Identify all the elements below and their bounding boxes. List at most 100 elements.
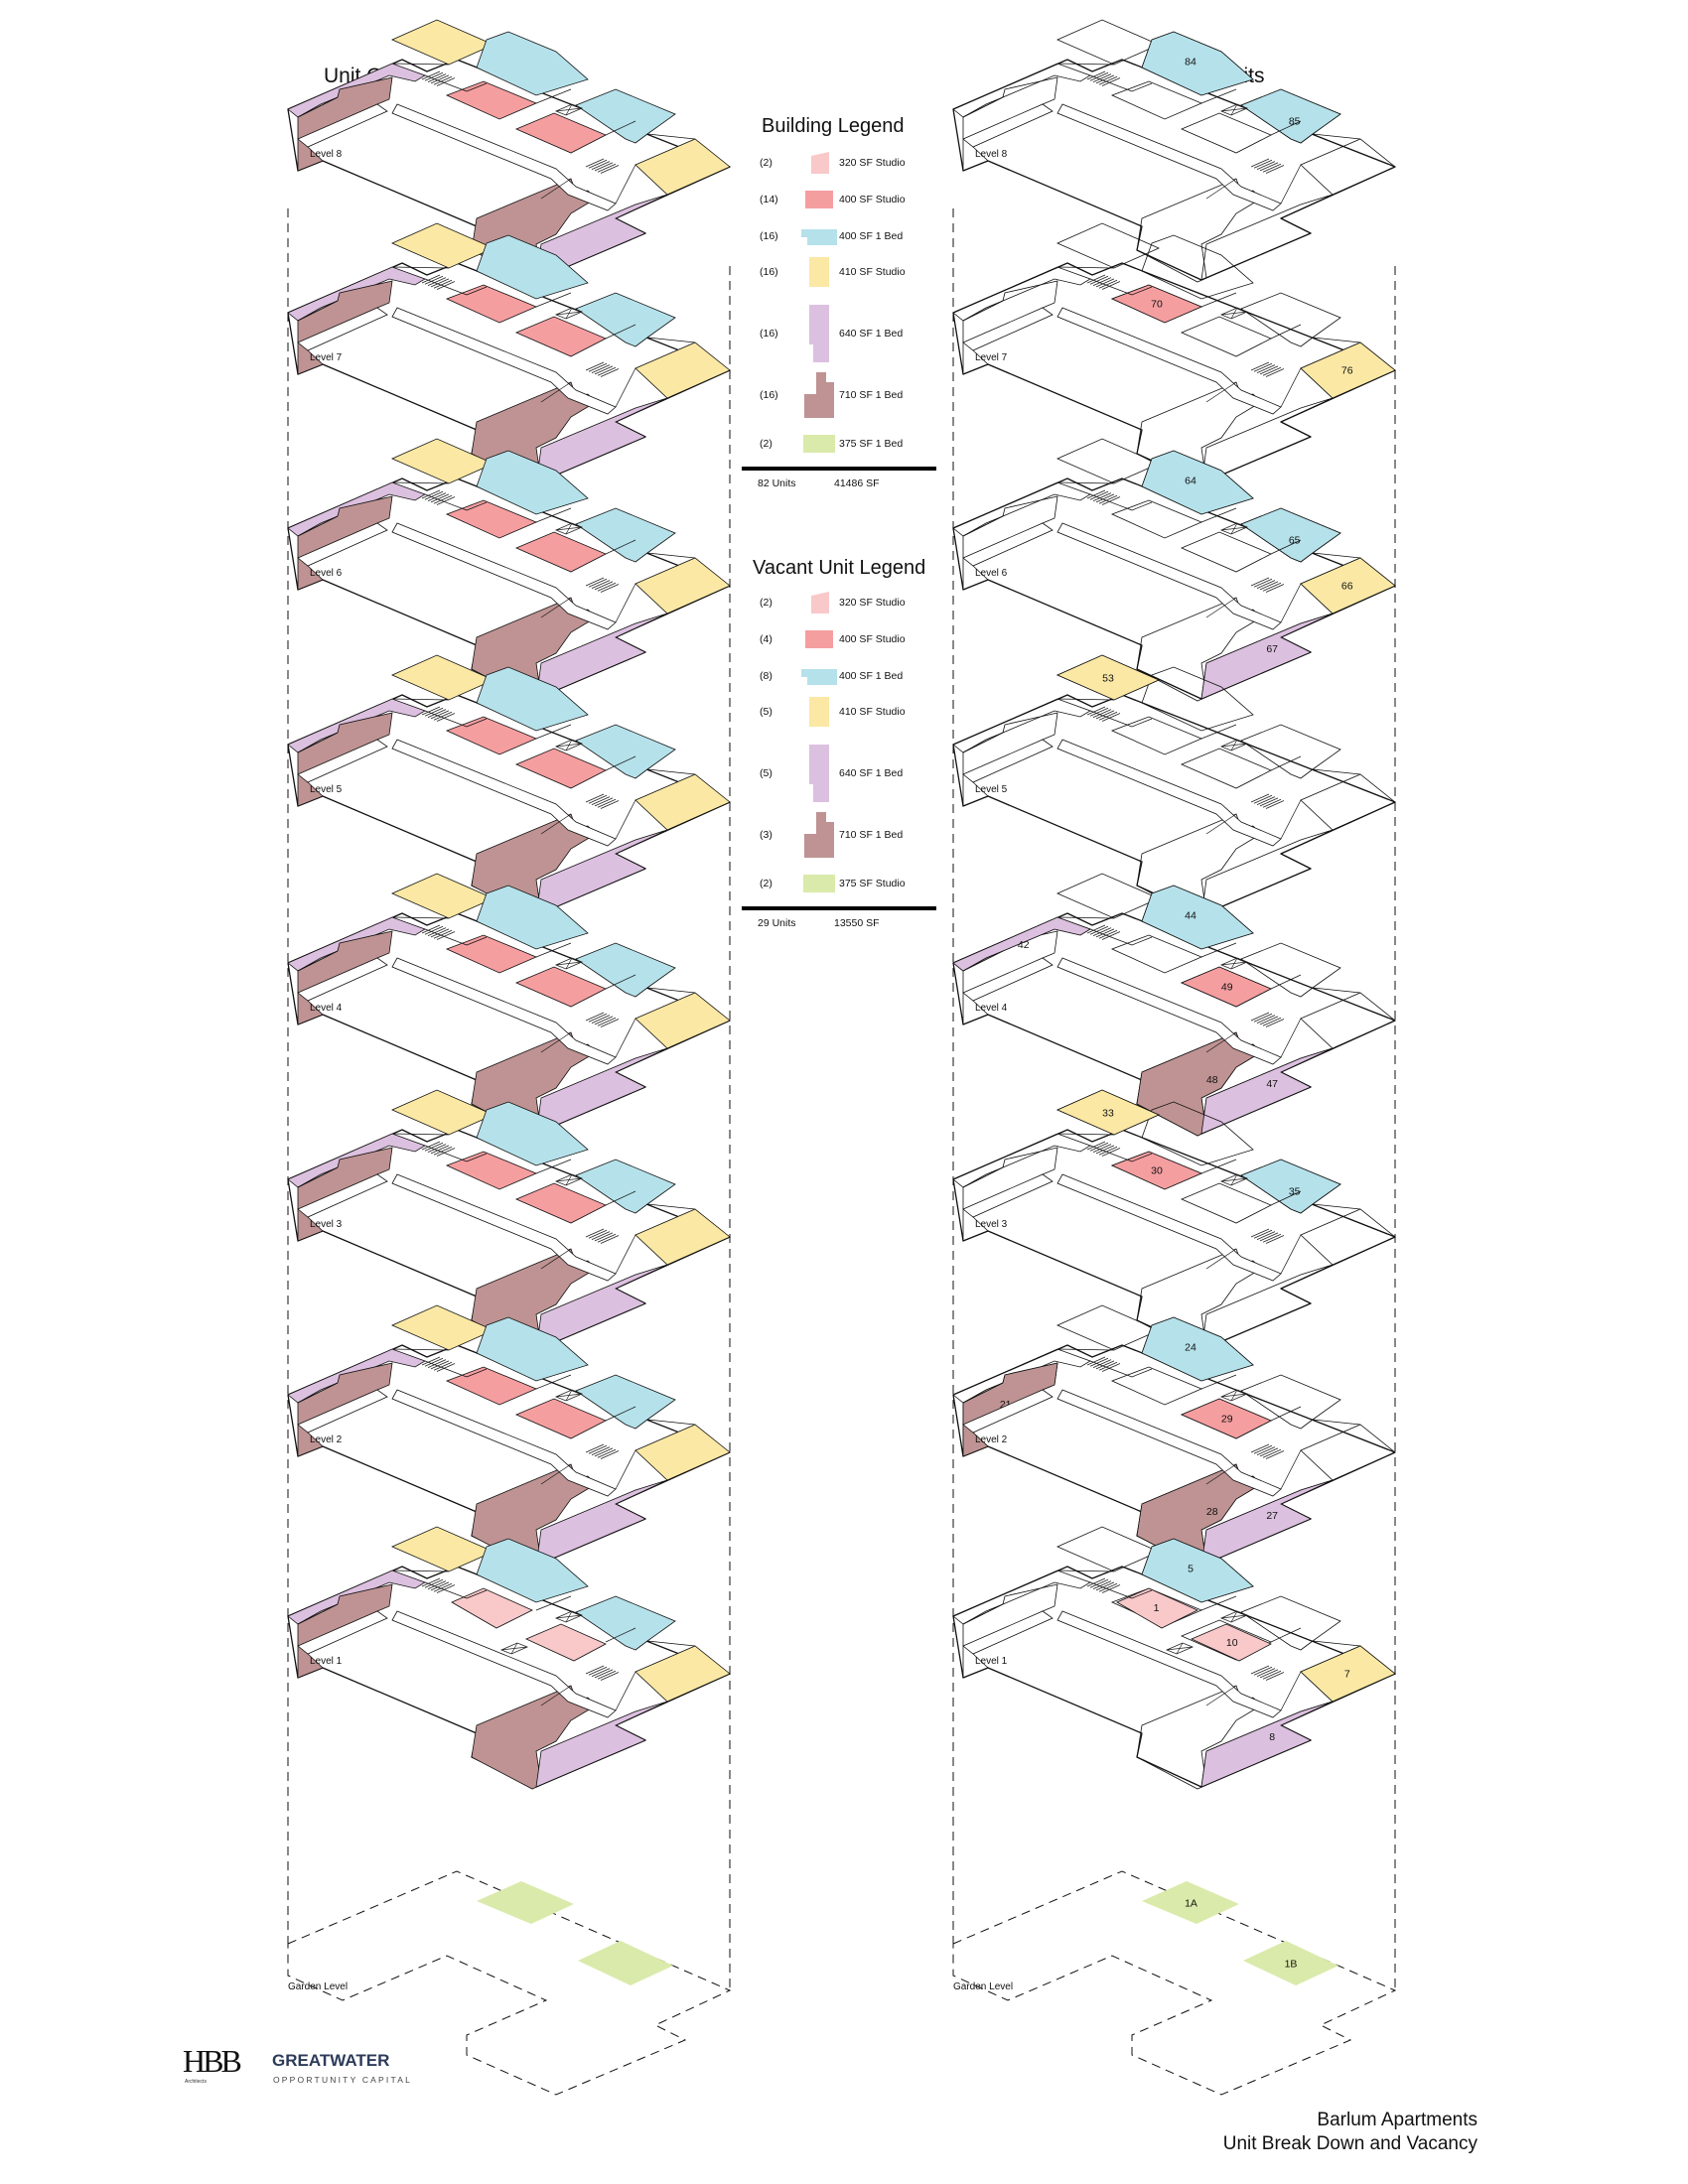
- greatwater-logo-sub: OPPORTUNITY CAPITAL: [273, 2075, 413, 2085]
- vacant-legend-count: (5): [760, 706, 773, 718]
- floor-plan-level: Level 4: [287, 873, 731, 1137]
- level-label: Garden Level: [288, 1981, 348, 1992]
- building-legend-count: (2): [760, 157, 773, 169]
- vacant-legend-label: 410 SF Studio: [839, 706, 906, 718]
- level-label: Level 7: [310, 352, 343, 363]
- level-label: Garden Level: [953, 1981, 1013, 1992]
- building-legend-rule: [742, 467, 936, 471]
- hbb-logo: HBB: [183, 2043, 242, 2079]
- vacant-legend-label: 320 SF Studio: [839, 597, 906, 609]
- floor-plan-level: Level 2: [287, 1304, 731, 1569]
- vacant-legend-label: 400 SF 1 Bed: [839, 670, 904, 682]
- building-legend-row: (16)400 SF 1 Bed: [760, 229, 938, 290]
- vacant-unit-number: 30: [1151, 1165, 1163, 1177]
- floor-plan-level: Level 3: [287, 1089, 731, 1353]
- vacant-unit-number: 65: [1289, 535, 1301, 547]
- vacant-unit-number: 85: [1289, 116, 1301, 128]
- vacant-legend-swatch: [811, 592, 829, 614]
- vacant-unit-number: 5: [1188, 1563, 1194, 1574]
- vacant-total-sf: 13550 SF: [834, 917, 880, 929]
- vacant-unit-number: 10: [1226, 1637, 1238, 1649]
- vacant-unit-number: 47: [1266, 1078, 1278, 1090]
- building-legend-row: (14)400 SF Studio: [760, 191, 938, 253]
- vacant-total-units: 29 Units: [758, 917, 796, 929]
- vacant-unit-number: 49: [1221, 982, 1233, 994]
- project-subtitle: Unit Break Down and Vacancy: [1222, 2133, 1477, 2154]
- garden-level-plan: Garden Level: [287, 1870, 732, 2096]
- floor-plan-level: Level 6: [287, 438, 731, 702]
- level-label: Level 8: [310, 149, 343, 160]
- level-label: Level 1: [310, 1656, 343, 1667]
- vacant-unit-number: 7: [1344, 1669, 1350, 1681]
- vacant-legend-row: (8)400 SF 1 Bed: [760, 669, 938, 730]
- building-legend-count: (2): [760, 438, 773, 450]
- building-legend-row: (2) 375 SF 1 Bed: [760, 435, 938, 497]
- building-legend-row: (2)320 SF Studio: [760, 152, 938, 216]
- building-total-sf: 41486 SF: [834, 478, 880, 489]
- building-legend-swatch: [803, 435, 835, 453]
- vacant-legend-row: (2) 320 SF Studio: [760, 592, 938, 656]
- vacant-legend-row: (3) 710 SF 1 Bed: [760, 812, 938, 888]
- vacant-legend-count: (5): [760, 767, 773, 779]
- project-name: Barlum Apartments: [1317, 2110, 1477, 2130]
- level-label: Level 5: [310, 784, 343, 795]
- vacant-legend-count: (3): [760, 829, 773, 841]
- vacant-legend-row: (5) 640 SF 1 Bed: [760, 745, 938, 827]
- vacant-unit-number: 44: [1185, 909, 1196, 921]
- vacant-unit-number: 21: [1000, 1399, 1012, 1411]
- vacant-legend-swatch: [804, 812, 834, 858]
- level-label: Level 6: [310, 568, 343, 579]
- level-label: Level 4: [310, 1003, 343, 1014]
- building-legend-count: (16): [760, 389, 778, 401]
- building-legend-count: (16): [760, 328, 778, 340]
- vacant-legend-title: Vacant Unit Legend: [753, 557, 926, 579]
- vacant-legend-count: (4): [760, 633, 773, 645]
- vacant-legend-swatch: [801, 669, 837, 685]
- level-label: Level 1: [975, 1656, 1008, 1667]
- vacant-unit-number: 42: [1018, 939, 1030, 951]
- vacant-legend-row: (4) 400 SF Studio: [760, 630, 938, 693]
- vacant-legend-row: (2)375 SF Studio: [760, 875, 938, 937]
- vacant-legend-label: 640 SF 1 Bed: [839, 767, 904, 779]
- building-legend-swatch: [809, 257, 829, 287]
- level-label: Level 3: [975, 1219, 1008, 1230]
- building-legend-swatch: [801, 229, 837, 245]
- building-legend-row: (16)710 SF 1 Bed: [760, 372, 938, 449]
- vacant-unit-number: 33: [1102, 1108, 1114, 1120]
- floor-plan-level: Level 7: [287, 222, 731, 486]
- building-legend-label: 400 SF Studio: [839, 194, 906, 205]
- level-label: Level 3: [310, 1219, 343, 1230]
- level-label: Level 2: [310, 1434, 343, 1445]
- vacant-unit-number: 84: [1185, 56, 1196, 68]
- vacant-legend-label: 400 SF Studio: [839, 633, 906, 645]
- vacant-unit-number: 64: [1185, 475, 1196, 486]
- level-label: Level 8: [975, 149, 1008, 160]
- vacant-unit-number: 66: [1341, 581, 1353, 593]
- building-legend-count: (16): [760, 266, 778, 278]
- vacant-unit-number: 70: [1151, 299, 1163, 311]
- building-legend-row: (16)410 SF Studio: [760, 257, 938, 326]
- floor-plan-level: Level 1: [287, 1526, 731, 1790]
- greatwater-logo: GREATWATER: [272, 2051, 390, 2070]
- vacant-unit-number: 1A: [1185, 1898, 1197, 1910]
- hbb-logo-sub: Architects: [185, 2079, 207, 2085]
- vacant-unit-number: 53: [1102, 673, 1114, 685]
- building-legend-label: 375 SF 1 Bed: [839, 438, 904, 450]
- vacant-legend-swatch: [803, 875, 835, 892]
- building-total-units: 82 Units: [758, 478, 796, 489]
- building-legend-row: (16)640 SF 1 Bed: [760, 305, 938, 387]
- building-legend-swatch: [805, 191, 833, 208]
- vacant-legend-rule: [742, 906, 936, 910]
- vacant-legend-count: (2): [760, 878, 773, 889]
- vacant-legend-label: 710 SF 1 Bed: [839, 829, 904, 841]
- vacant-legend-count: (2): [760, 597, 773, 609]
